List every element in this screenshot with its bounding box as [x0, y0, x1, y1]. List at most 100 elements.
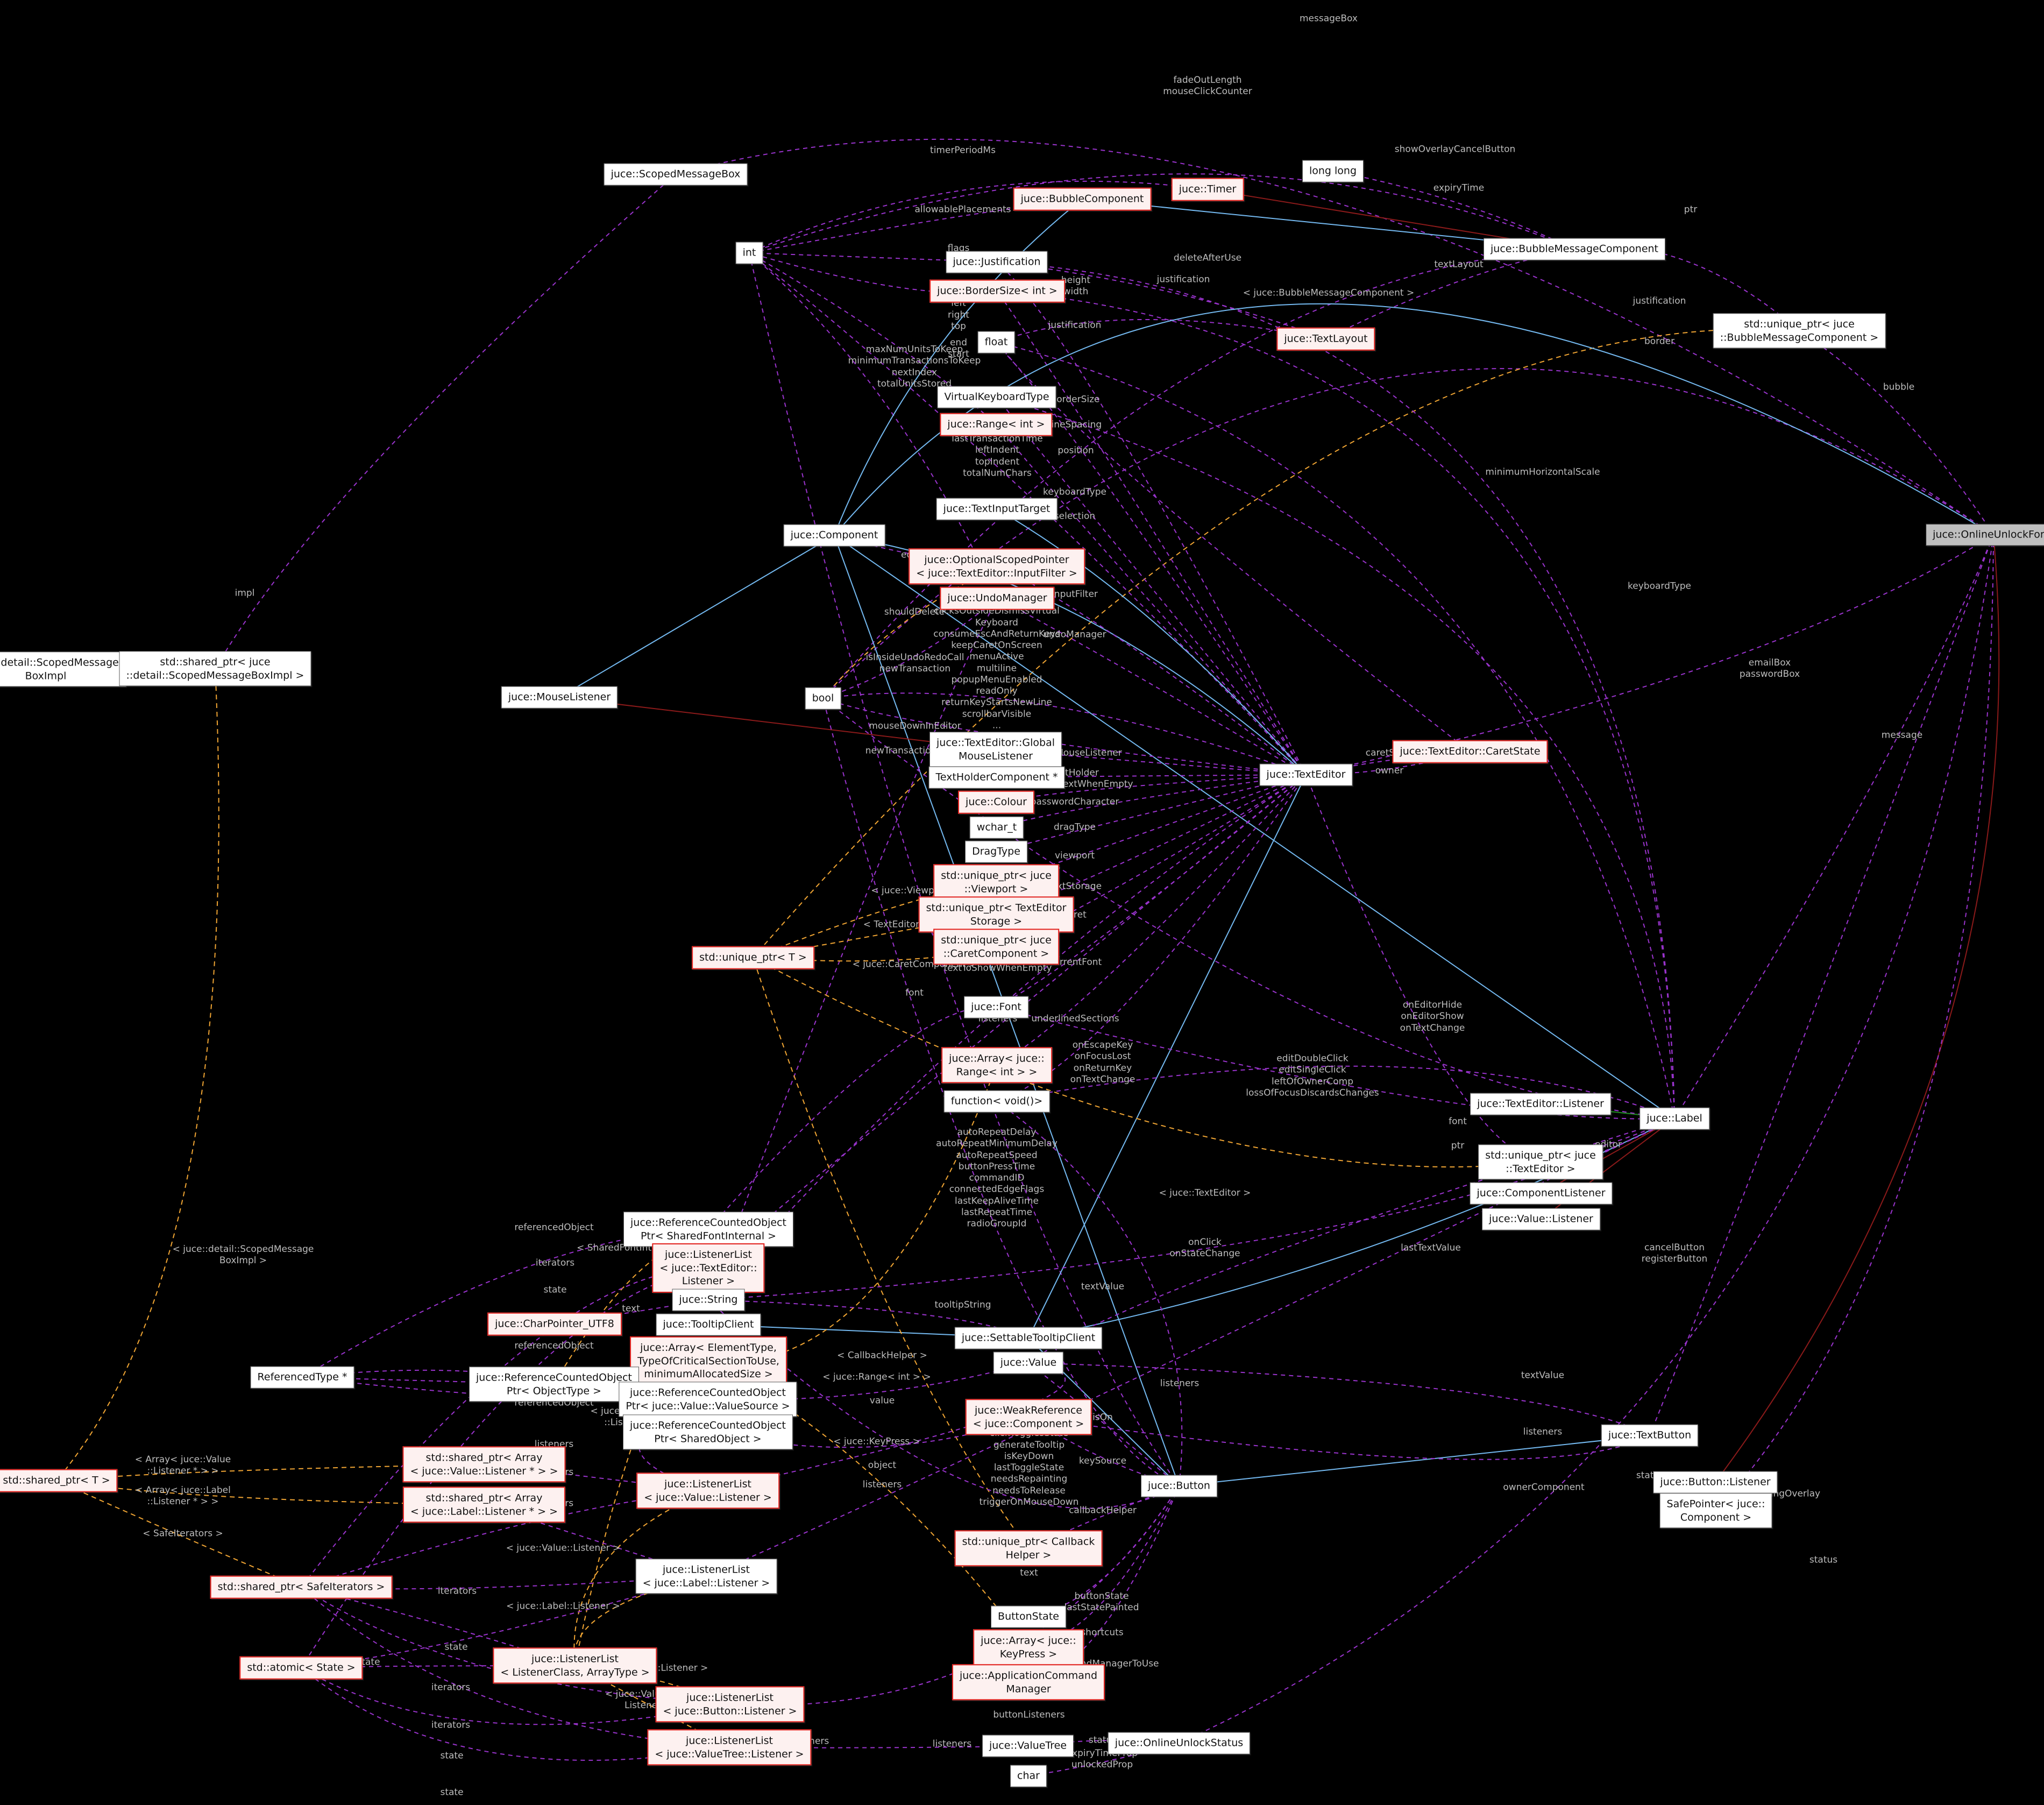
edge-label: < juce::KeyPress > [833, 1436, 920, 1447]
class-node-ll-text-editor-listener[interactable]: juce::ListenerList < juce::TextEditor:: … [652, 1243, 765, 1293]
class-node-ll-value-listener[interactable]: juce::ListenerList < juce::Value::Listen… [636, 1473, 779, 1509]
class-node-value-tree[interactable]: juce::ValueTree [982, 1735, 1074, 1757]
class-node-bubble-message-component[interactable]: juce::BubbleMessageComponent [1483, 238, 1666, 260]
edge-label: lastTransactionTime leftIndent topIndent… [952, 433, 1043, 479]
class-node-unique-ptr-caret[interactable]: std::unique_ptr< juce ::CaretComponent > [933, 929, 1059, 965]
class-node-text-editor[interactable]: juce::TextEditor [1259, 763, 1353, 786]
class-node-array-element[interactable]: juce::Array< ElementType, TypeOfCritical… [630, 1336, 787, 1386]
class-node-global-mouse-listener[interactable]: juce::TextEditor::Global MouseListener [929, 732, 1062, 767]
class-node-unique-ptr-viewport[interactable]: std::unique_ptr< juce ::Viewport > [933, 864, 1059, 901]
class-node-rcop-shared-object[interactable]: juce::ReferenceCountedObject Ptr< Shared… [623, 1414, 793, 1450]
edge-online-unlock-form-to-label [1673, 534, 1994, 1120]
edge-unique-ptr-callback-to-unique-ptr-t [752, 957, 1029, 1549]
class-node-text-button[interactable]: juce::TextButton [1601, 1424, 1699, 1447]
class-node-shared-ptr-value-arr[interactable]: std::shared_ptr< Array < juce::Value::Li… [402, 1446, 566, 1483]
class-node-tooltip-client[interactable]: juce::TooltipClient [656, 1313, 761, 1336]
class-node-online-unlock-form[interactable]: juce::OnlineUnlockForm [1926, 523, 2044, 546]
class-node-shared-ptr-safe-iterators[interactable]: std::shared_ptr< SafeIterators > [210, 1575, 393, 1599]
edge-array-keypress-to-array-element [707, 1361, 1029, 1648]
class-node-optional-scoped-pointer[interactable]: juce::OptionalScopedPointer < juce::Text… [909, 548, 1085, 585]
class-node-float[interactable]: float [977, 331, 1015, 353]
class-node-unique-ptr-text-editor[interactable]: std::unique_ptr< juce ::TextEditor > [1478, 1144, 1603, 1180]
class-node-ll-class[interactable]: juce::ListenerList < ListenerClass, Arra… [493, 1647, 657, 1684]
class-node-unique-ptr-storage[interactable]: std::unique_ptr< TextEditor Storage > [918, 896, 1074, 933]
class-node-rcop-value-source[interactable]: juce::ReferenceCountedObject Ptr< juce::… [619, 1382, 797, 1417]
edge-label: mouseDownInEditor [869, 720, 961, 732]
class-node-text-holder[interactable]: TextHolderComponent * [928, 766, 1065, 789]
edge-shared-ptr-impl-to-shared-ptr-t [55, 668, 219, 1482]
class-node-component[interactable]: juce::Component [783, 524, 885, 547]
class-node-justification[interactable]: juce::Justification [946, 251, 1048, 273]
class-node-online-unlock-status[interactable]: juce::OnlineUnlockStatus [1108, 1732, 1251, 1754]
class-node-bubble-component[interactable]: juce::BubbleComponent [1013, 187, 1152, 211]
class-node-scoped-message-box[interactable]: juce::ScopedMessageBox [604, 163, 748, 186]
class-node-char-pointer-utf8[interactable]: juce::CharPointer_UTF8 [487, 1312, 622, 1336]
class-node-colour[interactable]: juce::Colour [958, 790, 1034, 814]
class-node-unique-ptr-bubble[interactable]: std::unique_ptr< juce ::BubbleMessageCom… [1713, 313, 1886, 349]
class-node-mouse-listener[interactable]: juce::MouseListener [501, 686, 618, 709]
edge-label: justification [1156, 274, 1210, 285]
edge-text-editor-to-array-range [996, 774, 1307, 1066]
class-node-shared-ptr-impl[interactable]: std::shared_ptr< juce ::detail::ScopedMe… [119, 651, 311, 686]
edge-online-unlock-form-to-safe-pointer [1715, 534, 1994, 1512]
edge-label: state [440, 1787, 464, 1798]
class-node-timer[interactable]: juce::Timer [1171, 178, 1244, 201]
edge-button-to-function-void [996, 1100, 1183, 1487]
edge-label: position [1058, 445, 1094, 456]
class-node-array-range[interactable]: juce::Array< juce:: Range< int > > [941, 1047, 1052, 1084]
class-node-text-editor-listener[interactable]: juce::TextEditor::Listener [1470, 1093, 1611, 1115]
class-node-caret-state[interactable]: juce::TextEditor::CaretState [1392, 740, 1548, 763]
class-node-char[interactable]: char [1010, 1765, 1047, 1787]
class-node-array-keypress[interactable]: juce::Array< juce:: KeyPress > [973, 1629, 1084, 1666]
class-node-rcop-shared-font[interactable]: juce::ReferenceCountedObject Ptr< Shared… [623, 1212, 793, 1247]
class-node-weak-reference[interactable]: juce::WeakReference < juce::Component > [965, 1399, 1092, 1435]
class-node-shared-ptr-t[interactable]: std::shared_ptr< T > [0, 1469, 118, 1492]
class-node-text-layout[interactable]: juce::TextLayout [1276, 327, 1375, 351]
class-node-safe-pointer[interactable]: SafePointer< juce:: Component > [1659, 1493, 1772, 1528]
class-node-text-input-target[interactable]: juce::TextInputTarget [936, 498, 1058, 520]
edge-label: passwordCharacter [1030, 796, 1119, 808]
edge-text-editor-to-component [833, 533, 1307, 775]
class-node-value[interactable]: juce::Value [993, 1351, 1064, 1374]
class-node-border-size[interactable]: juce::BorderSize< int > [929, 279, 1065, 303]
class-node-button-listener[interactable]: juce::Button::Listener [1653, 1471, 1778, 1493]
class-node-app-command-manager[interactable]: juce::ApplicationCommand Manager [952, 1664, 1105, 1701]
class-node-drag-type[interactable]: DragType [965, 840, 1027, 863]
class-node-unique-ptr-t[interactable]: std::unique_ptr< T > [692, 946, 814, 969]
class-node-label[interactable]: juce::Label [1640, 1107, 1709, 1130]
class-node-button[interactable]: juce::Button [1141, 1475, 1217, 1497]
class-node-wchar[interactable]: wchar_t [969, 816, 1024, 839]
class-node-atomic-state[interactable]: std::atomic< State > [239, 1656, 363, 1680]
class-node-string[interactable]: juce::String [672, 1289, 745, 1311]
class-node-range-int[interactable]: juce::Range< int > [940, 413, 1053, 436]
class-node-long-long[interactable]: long long [1302, 160, 1364, 182]
class-node-bool[interactable]: bool [805, 687, 841, 710]
class-node-undo-manager[interactable]: juce::UndoManager [940, 586, 1055, 610]
edge-online-unlock-form-to-text-button [1649, 534, 1994, 1436]
class-node-button-state[interactable]: ButtonState [991, 1605, 1066, 1628]
class-node-unique-ptr-callback[interactable]: std::unique_ptr< Callback Helper > [954, 1530, 1103, 1567]
class-node-settable-tooltip-client[interactable]: juce::SettableTooltipClient [954, 1327, 1103, 1349]
edge-label: impl [235, 587, 255, 599]
class-node-ll-label-listener[interactable]: juce::ListenerList < juce::Label::Listen… [635, 1559, 777, 1594]
class-node-value-listener[interactable]: juce::Value::Listener [1482, 1208, 1600, 1230]
edge-label: onEditorHide onEditorShow onTextChange [1400, 1000, 1465, 1034]
class-node-rcop-object[interactable]: juce::ReferenceCountedObject Ptr< Object… [469, 1367, 639, 1402]
edge-label: listeners [862, 1479, 902, 1490]
class-node-scoped-message-box-impl[interactable]: juce::detail::ScopedMessage BoxImpl [0, 652, 126, 687]
class-node-component-listener[interactable]: juce::ComponentListener [1470, 1182, 1613, 1205]
edge-label: justification [1048, 320, 1102, 331]
edge-bubble-message-component-to-int [748, 173, 1575, 254]
class-node-ll-valuetree-listener[interactable]: juce::ListenerList < juce::ValueTree::Li… [647, 1729, 812, 1766]
edge-text-layout-to-float [995, 319, 1326, 343]
class-node-function-void[interactable]: function< void()> [943, 1090, 1050, 1113]
class-node-ll-button-listener[interactable]: juce::ListenerList < juce::Button::Liste… [655, 1686, 805, 1723]
edge-label-to-ll-label-listener [705, 1118, 1675, 1577]
class-node-virtual-keyboard-type[interactable]: VirtualKeyboardType [937, 386, 1056, 408]
class-node-font[interactable]: juce::Font [964, 996, 1028, 1018]
class-node-referenced-type[interactable]: ReferencedType * [250, 1366, 354, 1389]
class-node-shared-ptr-label-arr[interactable]: std::shared_ptr< Array < juce::Label::Li… [402, 1487, 566, 1523]
edge-rcop-shared-font-to-rcop-object [553, 1229, 709, 1385]
class-node-int[interactable]: int [735, 242, 763, 264]
edge-caret-state-to-float [995, 341, 1471, 752]
